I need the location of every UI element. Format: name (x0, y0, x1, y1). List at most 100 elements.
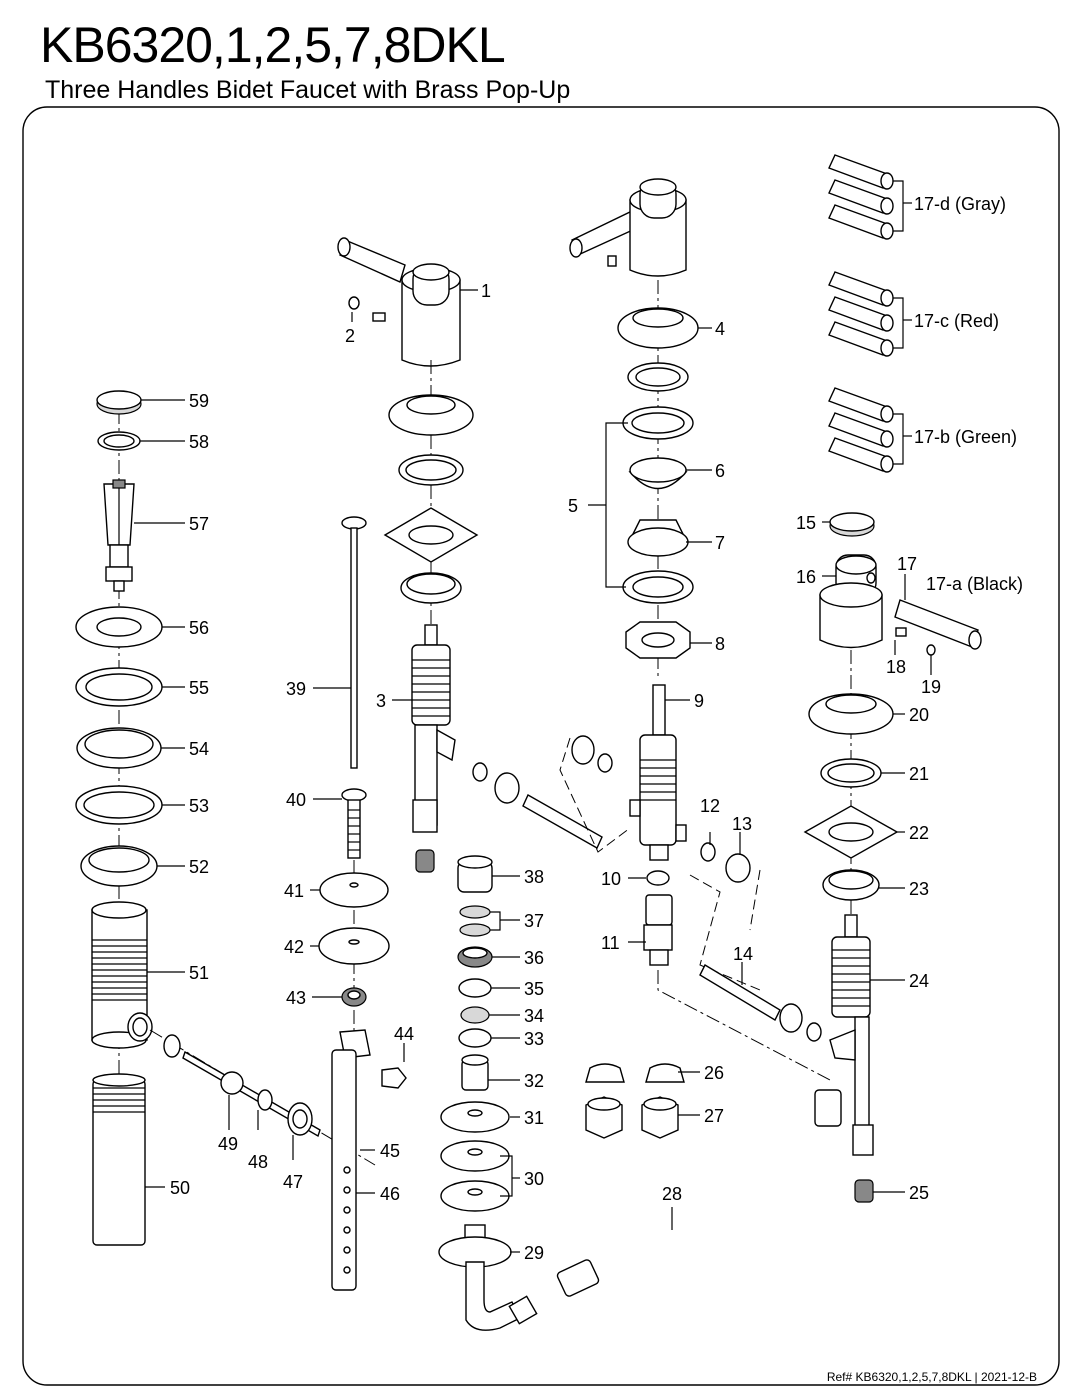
part-3-valve-body (411, 644, 451, 726)
part-37-screen (459, 905, 491, 919)
callout-58: 58 (189, 432, 209, 452)
page-subtitle: Three Handles Bidet Faucet with Brass Po… (45, 76, 571, 104)
part-49-pivot-rod (182, 1050, 321, 1138)
pivot-rod-assembly (149, 1029, 376, 1166)
part-11-fitting (645, 894, 673, 926)
callout-23: 23 (909, 879, 929, 899)
callout-37: 37 (524, 911, 544, 931)
callout-45: 45 (380, 1141, 400, 1161)
callout-1: 1 (481, 281, 491, 301)
callout-43: 43 (286, 988, 306, 1008)
callout-3: 3 (376, 691, 386, 711)
callout-31: 31 (524, 1108, 544, 1128)
reference-number: Ref# KB6320,1,2,5,7,8DKL | 2021-12-B (826, 1370, 1037, 1384)
callout-32: 32 (524, 1071, 544, 1091)
part-17a-lever (894, 599, 979, 648)
callout-57: 57 (189, 514, 209, 534)
callout-50: 50 (170, 1178, 190, 1198)
callout-59: 59 (189, 391, 209, 411)
part-16-handle (819, 594, 883, 649)
callout-9: 9 (694, 691, 704, 711)
callout-42: 42 (284, 937, 304, 957)
callout-54: 54 (189, 739, 209, 759)
left-supply-connectors (472, 735, 631, 853)
spout-hose-assembly (438, 855, 842, 1331)
part-18-screw (895, 627, 907, 637)
callout-21: 21 (909, 764, 929, 784)
right-valve-assembly (779, 512, 982, 1203)
callout-10: 10 (601, 869, 621, 889)
callout-30: 30 (524, 1169, 544, 1189)
part-14-tube (699, 964, 781, 1021)
part-12-ferrule (700, 842, 716, 862)
lift-rod-assembly (318, 516, 407, 1291)
part-40-shank (347, 799, 361, 859)
part-26-ferrule (585, 1063, 625, 1083)
callout-25: 25 (909, 1183, 929, 1203)
callout-36: 36 (524, 948, 544, 968)
diagram-frame (22, 106, 1060, 1386)
left-valve-assembly (337, 237, 479, 873)
callout-51: 51 (189, 963, 209, 983)
callout-56: 56 (189, 618, 209, 638)
callout-17c: 17-c (Red) (914, 311, 999, 331)
callout-35: 35 (524, 979, 544, 999)
color-lever-sets (828, 154, 912, 473)
callout-28: 28 (662, 1184, 682, 1204)
lever-set-17c (828, 271, 912, 357)
callout-38: 38 (524, 867, 544, 887)
callout-33: 33 (524, 1029, 544, 1049)
callout-16: 16 (796, 567, 816, 587)
callout-39: 39 (286, 679, 306, 699)
part-48-washer (257, 1089, 273, 1111)
callout-14: 14 (733, 944, 753, 964)
callout-13: 13 (732, 814, 752, 834)
part-13-nut (725, 853, 751, 883)
page-title: KB6320,1,2,5,7,8DKL (40, 17, 506, 73)
callout-40: 40 (286, 790, 306, 810)
part-10-o-ring (646, 870, 670, 886)
callout-52: 52 (189, 857, 209, 877)
popup-drain-assembly (75, 390, 163, 1246)
callout-20: 20 (909, 705, 929, 725)
callout-labels: 1 2 3 4 5 6 7 8 9 10 11 12 13 14 15 16 1… (170, 194, 1023, 1263)
callout-17a: 17-a (Black) (926, 574, 1023, 594)
callout-7: 7 (715, 533, 725, 553)
callout-29: 29 (524, 1243, 544, 1263)
part-41-washer (319, 872, 389, 908)
center-valve-assembly (569, 178, 831, 1081)
callout-44: 44 (394, 1024, 414, 1044)
callout-22: 22 (909, 823, 929, 843)
callout-17b: 17-b (Green) (914, 427, 1017, 447)
callout-15: 15 (796, 513, 816, 533)
part-30-washer (440, 1140, 510, 1172)
part-50-tailpiece (92, 1079, 146, 1246)
part-31-washer (440, 1101, 510, 1133)
part-1-handle (401, 279, 461, 367)
callout-26: 26 (704, 1063, 724, 1083)
callout-4: 4 (715, 319, 725, 339)
callout-8: 8 (715, 634, 725, 654)
callout-46: 46 (380, 1184, 400, 1204)
callout-47: 47 (283, 1172, 303, 1192)
callout-24: 24 (909, 971, 929, 991)
callout-5: 5 (568, 496, 578, 516)
part-33-washer (458, 1028, 492, 1048)
part-39-lift-rod (350, 527, 358, 769)
part-34-washer (460, 1006, 490, 1024)
part-24-valve-body (831, 936, 871, 1018)
callout-12: 12 (700, 796, 720, 816)
part-2-button (348, 296, 360, 310)
callout-17: 17 (897, 554, 917, 574)
callout-2: 2 (345, 326, 355, 346)
callout-49: 49 (218, 1134, 238, 1154)
leader-lines (134, 289, 932, 1253)
callout-34: 34 (524, 1006, 544, 1026)
part-44-screw (381, 1067, 407, 1089)
part-19-button (926, 644, 936, 656)
callout-6: 6 (715, 461, 725, 481)
callout-11: 11 (601, 933, 620, 953)
callout-55: 55 (189, 678, 209, 698)
part-35-washer (458, 978, 492, 998)
